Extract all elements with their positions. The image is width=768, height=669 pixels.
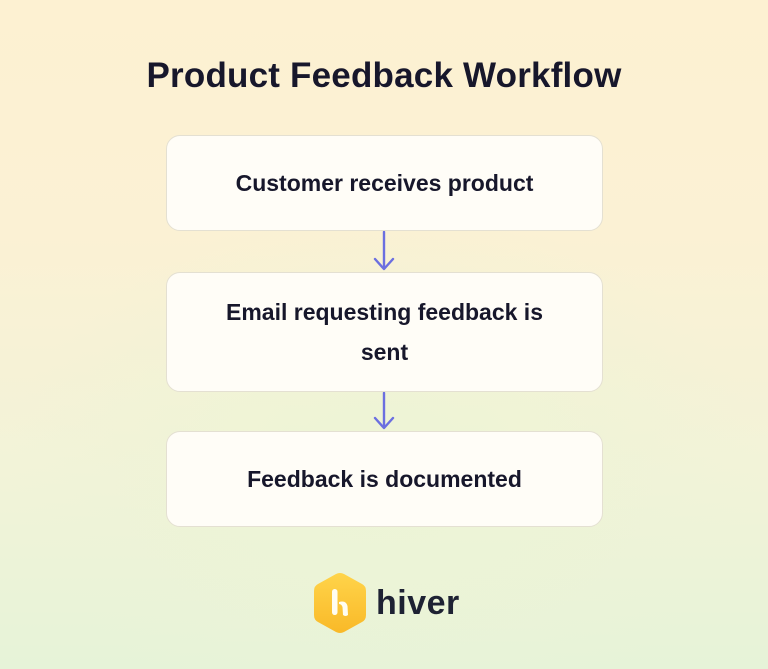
step-customer-receives-product: Customer receives product xyxy=(166,135,603,231)
step-label: Email requesting feedback is sent xyxy=(225,299,543,365)
step-email-requesting-feedback: Email requesting feedback is sent xyxy=(166,272,603,392)
step-label: Customer receives product xyxy=(235,170,534,196)
hiver-logo: hiver xyxy=(312,572,460,634)
arrow-down-icon xyxy=(373,392,395,430)
diagram-title: Product Feedback Workflow xyxy=(146,56,622,95)
brand-name: hiver xyxy=(376,583,460,622)
hiver-hexagon-logo-icon xyxy=(314,573,366,633)
arrow-down-icon xyxy=(373,231,395,271)
step-label: Feedback is documented xyxy=(247,466,522,492)
step-feedback-documented: Feedback is documented xyxy=(166,431,603,527)
